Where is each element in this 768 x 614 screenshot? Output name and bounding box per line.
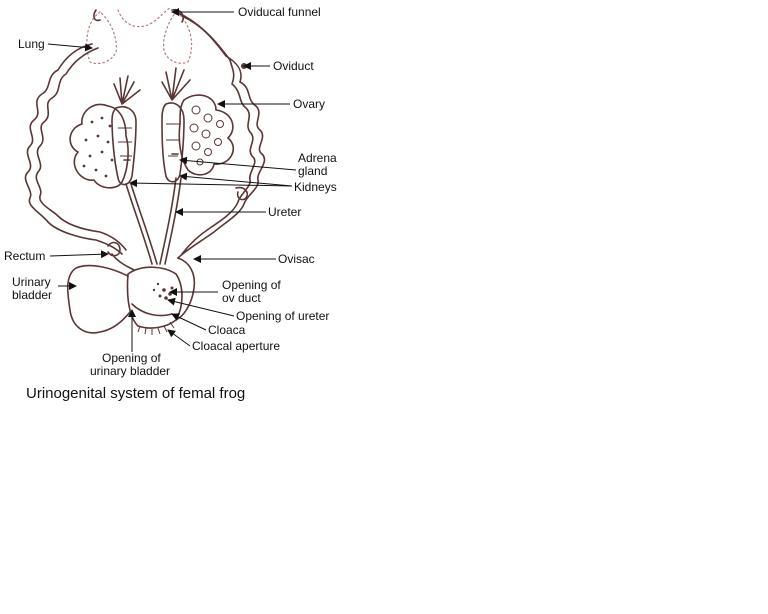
label-opening-bladder-line1: Opening of: [102, 351, 161, 365]
labels: Oviducal funnel Lung Oviduct Ovary Adren…: [4, 5, 337, 378]
fat-bodies: [113, 67, 191, 105]
rectum: [107, 241, 135, 271]
ovisac: [175, 257, 196, 321]
diagram-caption: Urinogenital system of femal frog: [26, 385, 245, 402]
label-opening-oviduct-line2: ov duct: [222, 291, 261, 305]
label-urinary-bladder-line1: Urinary: [12, 275, 51, 289]
ureters: [125, 177, 182, 265]
left-oviduct: [24, 43, 127, 255]
label-ovary: Ovary: [293, 97, 325, 111]
lungs: [86, 7, 193, 65]
label-opening-bladder-line2: urinary bladder: [90, 364, 170, 378]
label-opening-ureter: Opening of ureter: [236, 309, 329, 323]
label-adrenal-line1: Adrena: [298, 151, 337, 165]
label-oviducal-funnel: Oviducal funnel: [238, 5, 321, 19]
label-urinary-bladder-line2: bladder: [12, 288, 52, 302]
label-ovisac: Ovisac: [278, 252, 315, 266]
urinary-bladder: [66, 264, 131, 334]
label-rectum: Rectum: [4, 249, 45, 263]
right-ovary: [178, 94, 234, 176]
left-ovary: [69, 103, 129, 189]
label-cloacal-aperture: Cloacal aperture: [192, 339, 280, 353]
label-cloaca: Cloaca: [208, 323, 246, 337]
label-adrenal-line2: gland: [298, 164, 327, 178]
label-kidneys: Kidneys: [294, 180, 337, 194]
right-oviduct: [175, 11, 266, 259]
label-opening-oviduct-line1: Opening of: [222, 278, 281, 292]
label-lung: Lung: [18, 37, 45, 51]
kidneys: [111, 102, 185, 186]
pointer-lines: [47, 8, 297, 352]
label-ureter: Ureter: [268, 205, 301, 219]
label-oviduct: Oviduct: [273, 59, 314, 73]
